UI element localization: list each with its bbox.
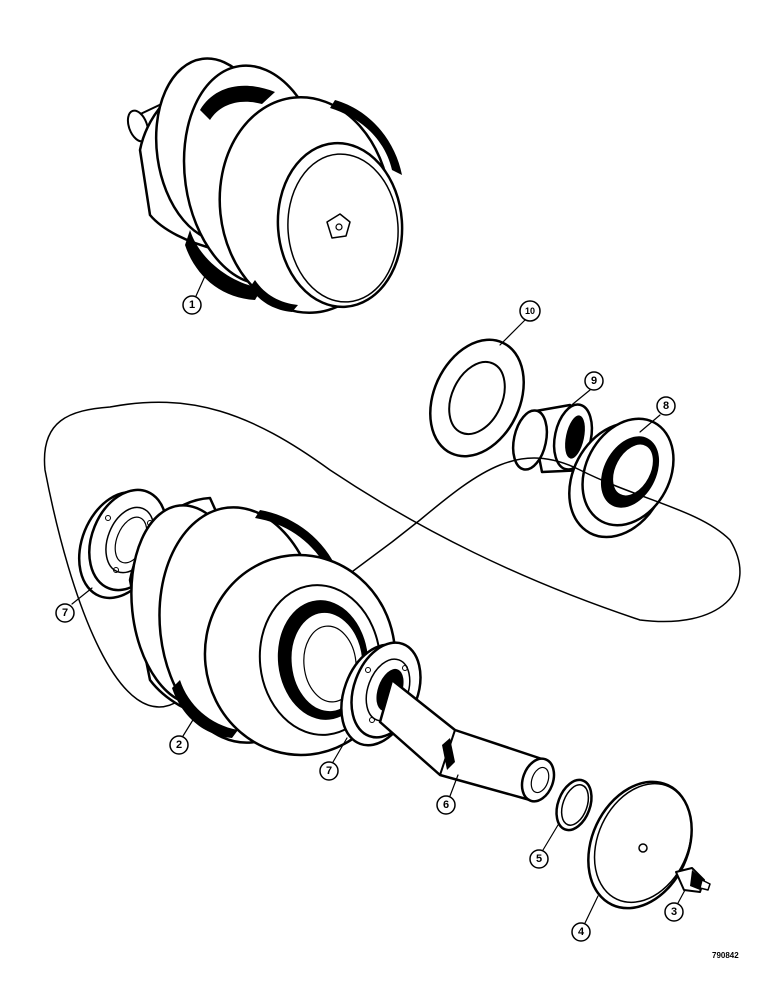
shaft xyxy=(378,678,556,803)
callout-5: 5 xyxy=(529,849,549,869)
callout-9: 9 xyxy=(584,371,604,391)
leader-lines xyxy=(71,275,686,924)
callout-7b: 7 xyxy=(319,761,339,781)
callout-1: 1 xyxy=(182,295,202,315)
callout-6: 6 xyxy=(436,795,456,815)
callout-8: 8 xyxy=(656,396,676,416)
callout-10: 10 xyxy=(519,300,541,322)
callout-4: 4 xyxy=(571,922,591,942)
svg-text:7: 7 xyxy=(62,607,68,619)
svg-text:3: 3 xyxy=(671,906,677,918)
callout-3: 3 xyxy=(664,902,684,922)
plug-fitting xyxy=(675,867,711,893)
svg-text:10: 10 xyxy=(525,306,535,316)
callout-7a: 7 xyxy=(55,603,75,623)
assembled-roller xyxy=(126,57,404,315)
callout-2: 2 xyxy=(169,735,189,755)
cover-plate xyxy=(587,780,693,910)
svg-text:7: 7 xyxy=(326,765,332,777)
svg-text:8: 8 xyxy=(663,400,669,412)
svg-text:9: 9 xyxy=(591,375,597,387)
seal xyxy=(568,417,675,539)
svg-text:1: 1 xyxy=(189,299,195,311)
svg-text:6: 6 xyxy=(443,799,449,811)
svg-text:4: 4 xyxy=(578,926,585,938)
svg-text:5: 5 xyxy=(536,853,542,865)
svg-text:2: 2 xyxy=(176,739,182,751)
snap-ring xyxy=(555,778,593,832)
grouping-outline xyxy=(43,401,741,708)
drawing-number: 790842 xyxy=(712,951,739,960)
